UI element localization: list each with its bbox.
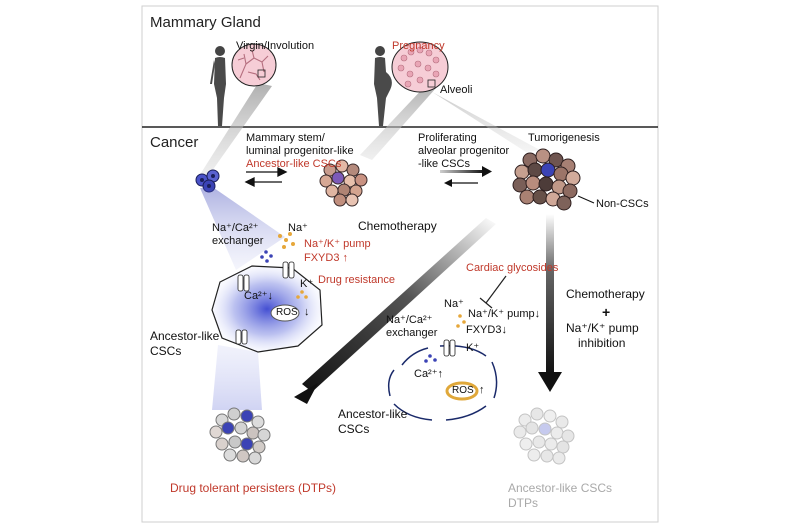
ros-up-label: ↑ xyxy=(479,384,485,396)
woman-silhouette-pregnant xyxy=(374,46,392,126)
pump-inhibition-line1: Na⁺/K⁺ pump xyxy=(566,321,639,335)
reversible-arrow-2 xyxy=(440,166,492,187)
ancestor-left-line2: CSCs xyxy=(150,344,182,358)
ancestor-dtps-line1: Ancestor-like CSCs xyxy=(508,481,613,495)
fxyd3-down-label: FXYD3↓ xyxy=(466,324,507,336)
figure-frame xyxy=(141,5,659,523)
plus-sign: + xyxy=(602,304,611,320)
woman-silhouette-virgin xyxy=(210,46,226,126)
ca-down-label: Ca²⁺↓ xyxy=(244,290,274,302)
zoom-cone-pregnancy-2 xyxy=(426,88,540,152)
inhibition-line xyxy=(479,275,507,309)
dtp-cluster-left xyxy=(209,407,271,465)
na-ca-exchanger-line1: Na⁺/Ca²⁺ xyxy=(212,222,259,234)
cardiac-glycosides-label: Cardiac glycosides xyxy=(466,262,559,274)
ancestor-like-cscs-red: Ancestor-like CSCs xyxy=(246,158,342,170)
na-plus-label-2: Na⁺ xyxy=(444,298,464,310)
chemotherapy-label: Chemotherapy xyxy=(358,219,437,233)
na-plus-label: Na⁺ xyxy=(288,222,308,234)
ros-label-left: ROS xyxy=(276,307,298,318)
reversible-arrow-1 xyxy=(244,166,288,188)
ancestor-cell-middle xyxy=(387,314,498,421)
stage1-label-line2: luminal progenitor-like xyxy=(246,145,354,157)
pump-inhibition-line2: inhibition xyxy=(578,336,626,350)
alveolar-progenitor-cluster xyxy=(319,159,368,207)
tumorigenesis-label: Tumorigenesis xyxy=(528,132,600,144)
mammary-gland-pregnancy xyxy=(391,41,449,93)
na-ca-exchanger2-line2: exchanger xyxy=(386,327,438,339)
na-ca-exchanger-line2: exchanger xyxy=(212,235,264,247)
stage2-label-line3: -like CSCs xyxy=(418,158,470,170)
chemotherapy-arrow-left xyxy=(302,218,496,392)
ancestor-left-line1: Ancestor-like xyxy=(150,329,220,343)
na-k-pump-down-label: Na⁺/K⁺ pump↓ xyxy=(468,308,541,320)
non-cscs-label: Non-CSCs xyxy=(596,198,649,210)
drug-resistance-label: Drug resistance xyxy=(318,274,396,286)
zoom-cone-virgin xyxy=(201,83,272,178)
zoom-beam-cell xyxy=(200,188,285,270)
alveoli-label: Alveoli xyxy=(440,84,473,96)
ancestor-middle-line1: Ancestor-like xyxy=(338,407,408,421)
k-plus-label-2: K⁺ xyxy=(466,342,480,354)
dtp-cluster-right xyxy=(513,407,575,465)
stage2-label-line1: Proliferating xyxy=(418,132,477,144)
tumor-cluster xyxy=(512,148,581,211)
zoom-cone-pregnancy-1 xyxy=(360,83,436,160)
dtps-label: Drug tolerant persisters (DTPs) xyxy=(170,481,337,495)
chemotherapy-label-2: Chemotherapy xyxy=(566,287,645,301)
stage2-label-line2: alveolar progenitor xyxy=(418,145,510,157)
pregnancy-label: Pregnancy xyxy=(392,40,445,52)
chemotherapy-arrow-down xyxy=(546,214,554,374)
ros-down-label: ↓ xyxy=(304,306,310,318)
ca-up-label: Ca²⁺↑ xyxy=(414,368,444,380)
fxyd3-up-label: FXYD3 ↑ xyxy=(304,252,349,264)
k-plus-label: K⁺ xyxy=(300,278,314,290)
mammary-gland-title: Mammary Gland xyxy=(150,14,261,31)
virgin-involution-label: Virgin/Involution xyxy=(236,40,315,52)
cancer-title: Cancer xyxy=(150,134,199,151)
zoom-beam-dtp xyxy=(212,345,262,410)
ancestor-middle-line2: CSCs xyxy=(338,422,370,436)
na-k-pump-label: Na⁺/K⁺ pump xyxy=(304,238,371,250)
na-ca-exchanger2-line1: Na⁺/Ca²⁺ xyxy=(386,314,433,326)
ancestor-dtps-line2: DTPs xyxy=(508,496,538,510)
ros-label-middle: ROS xyxy=(452,385,474,396)
ancestor-cell-left xyxy=(211,232,323,353)
stage1-label-line1: Mammary stem/ xyxy=(246,132,325,144)
